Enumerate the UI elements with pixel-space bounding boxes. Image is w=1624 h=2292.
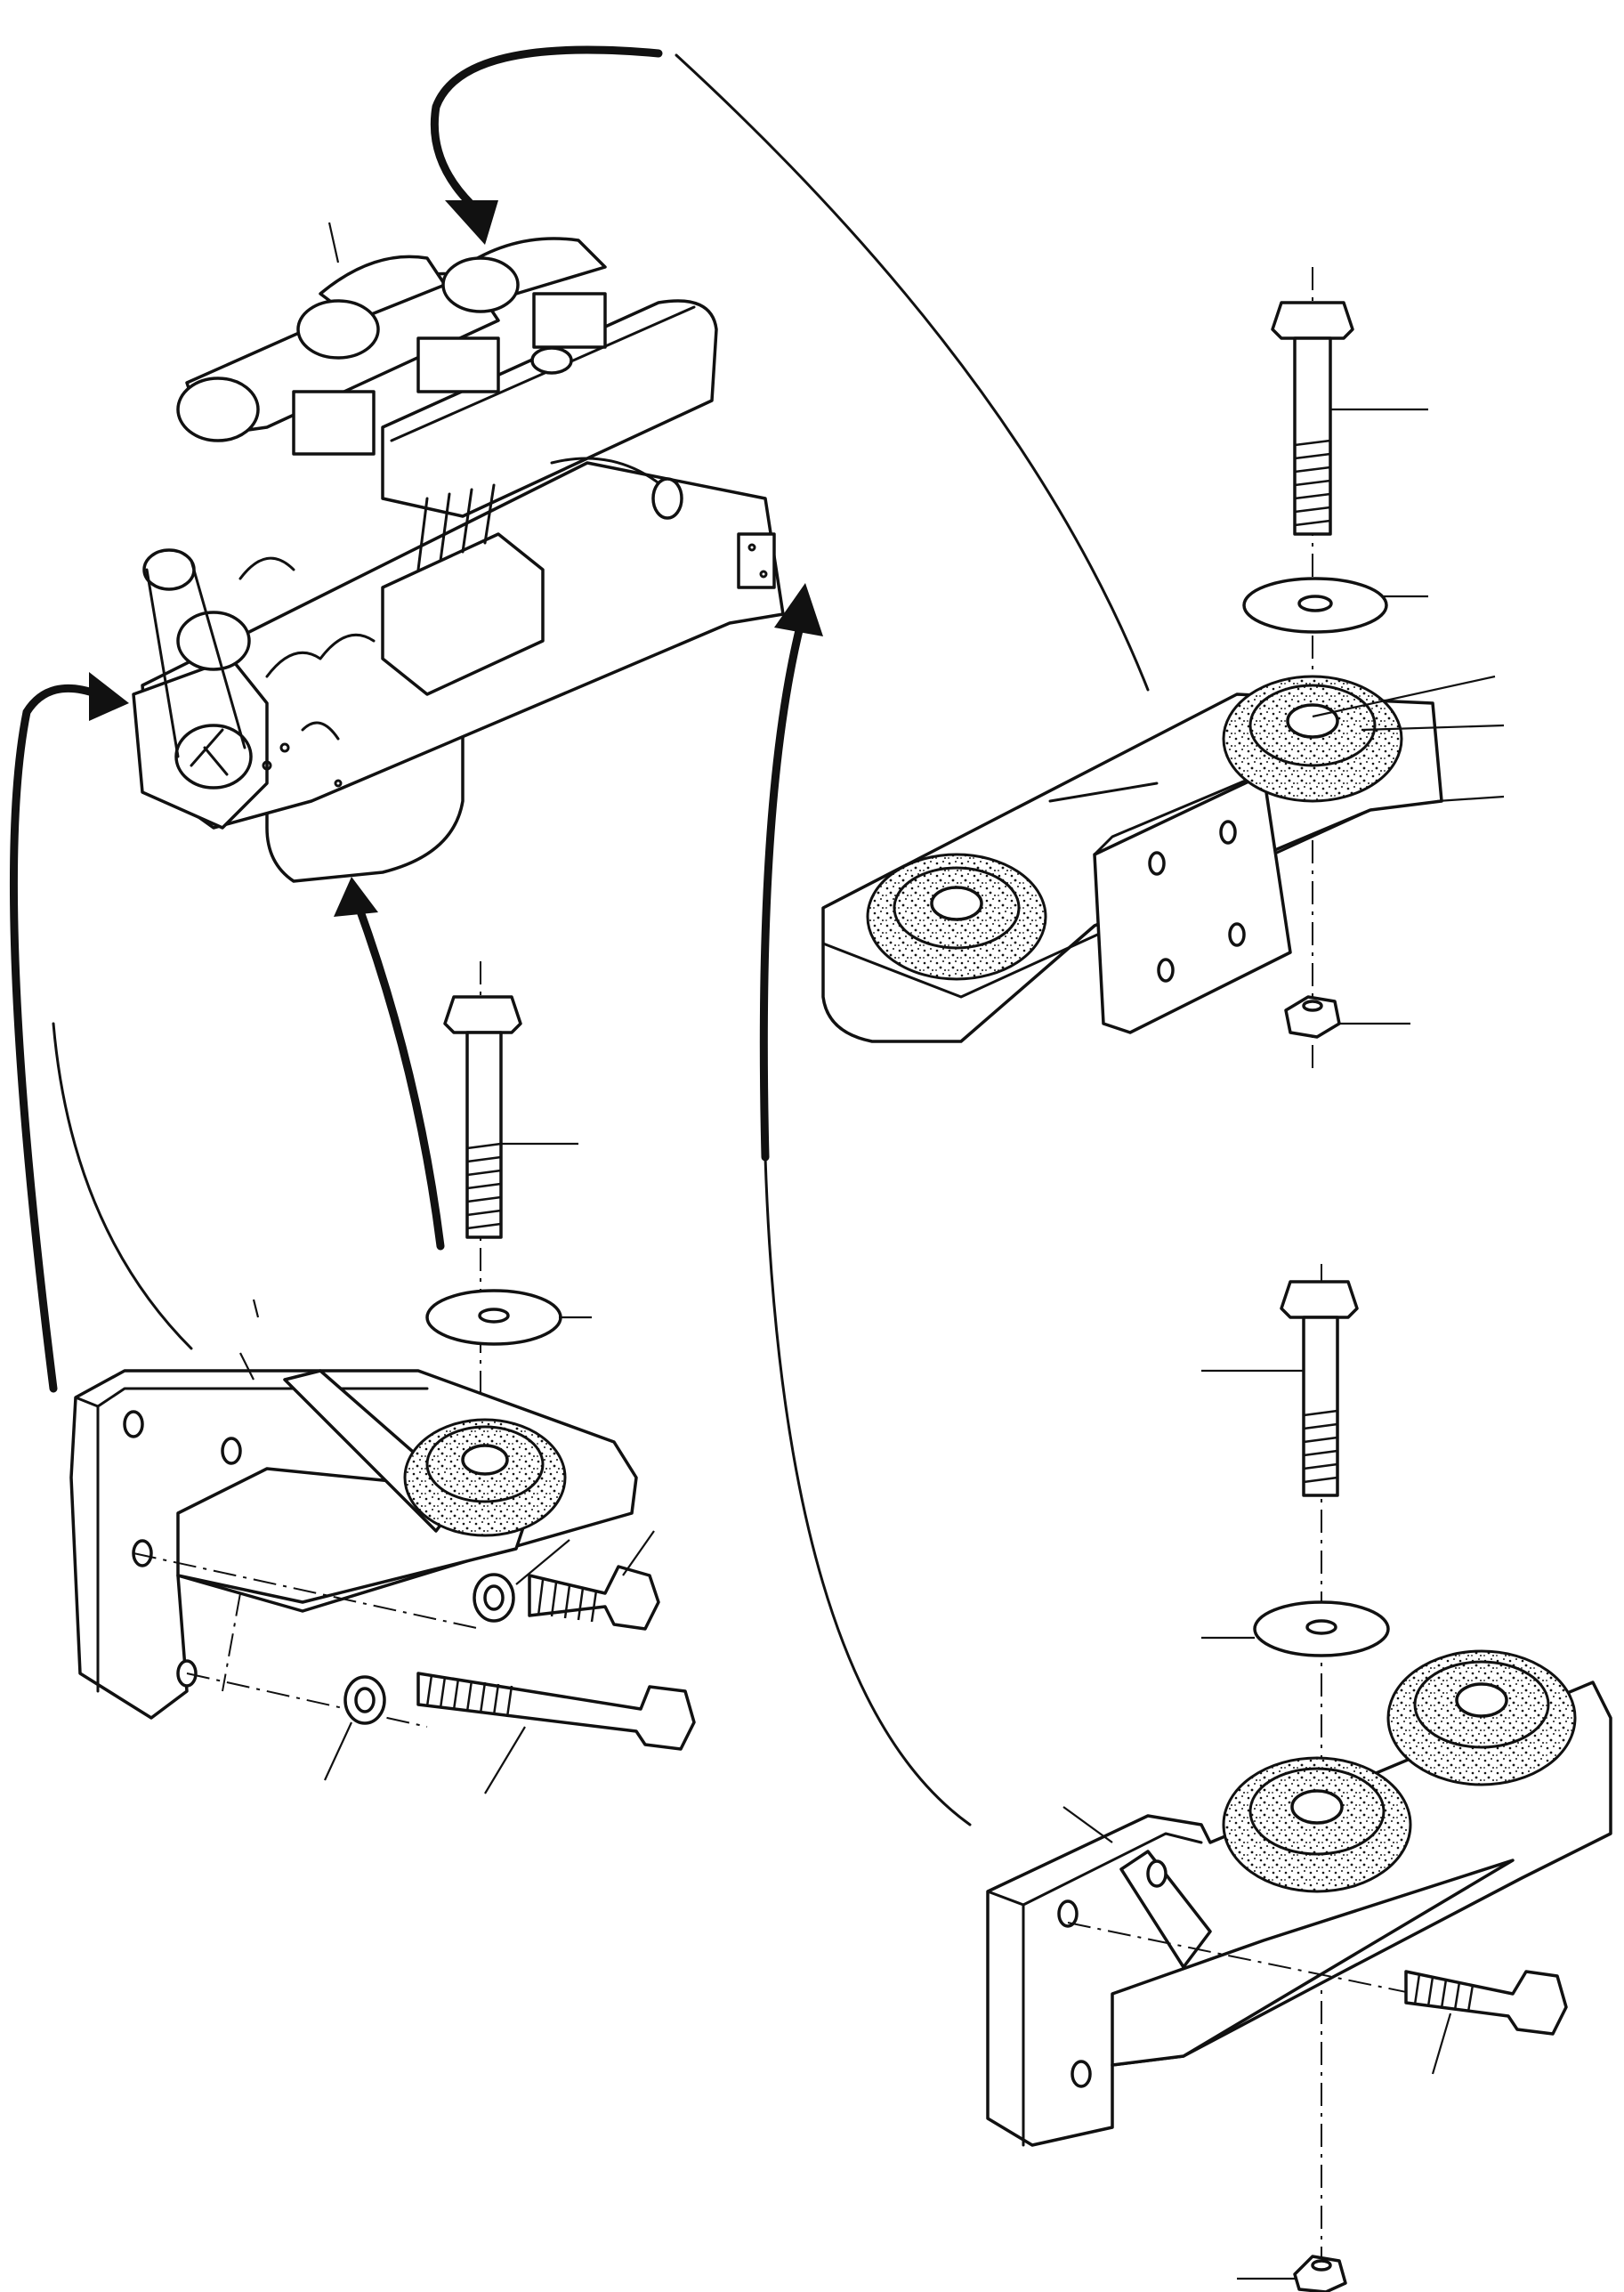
arrowhead-top [445,200,498,245]
washer-lower-right [1201,1600,1390,1657]
engine-assembly [132,222,785,883]
arrowhead-left [89,672,129,721]
arrow-left-to-engine [9,684,102,1393]
arrow-rightcenter-to-engine [759,619,805,1162]
bolt-lower-right [1201,1280,1359,1497]
bracket-upper-right [821,675,1505,1043]
arrow-center-to-engine [351,895,445,1251]
upper-right-mount [821,267,1505,1068]
arrowhead-rightcenter [774,583,823,636]
curve-right-bracket-to-top [675,53,1150,692]
lower-right-mount [986,1264,1612,2292]
bracket-left [69,1299,638,1720]
arrow-top-to-engine [430,45,663,209]
washer-left [425,1289,592,1346]
left-mount [69,961,696,1794]
nut-upper-right [1284,995,1410,1039]
screw-lower-right [1404,1970,1568,2075]
screw-left-upper [473,1530,660,1631]
screw-left-lower [324,1672,696,1794]
nut-lower-right [1237,2255,1347,2292]
arrowhead-center [334,877,378,917]
washer-upper-right [1242,577,1428,634]
bolt-upper-right [1271,301,1428,536]
bolt-left [443,995,578,1239]
assembly-arrows [9,45,1150,1826]
bracket-lower-right [986,1649,1612,2147]
